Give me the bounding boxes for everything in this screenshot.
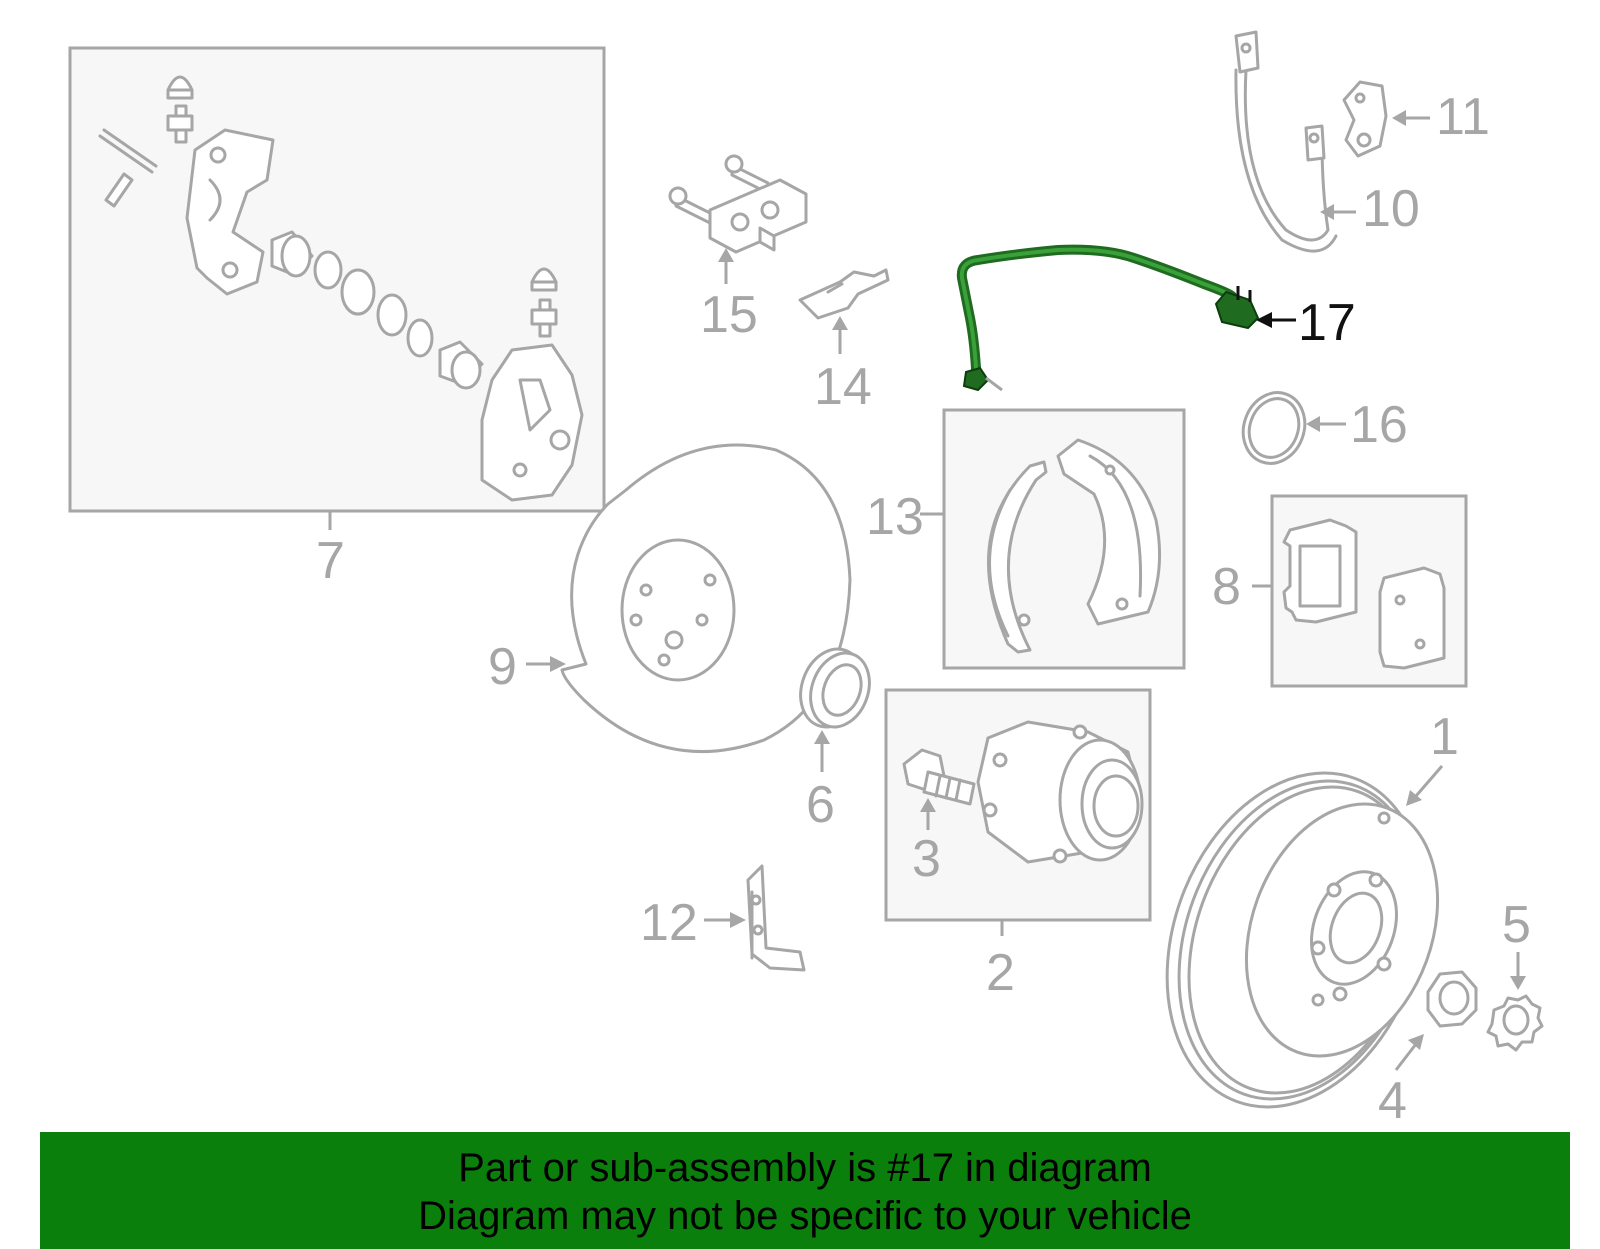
callout-14: 14 — [814, 358, 872, 416]
callout-12: 12 — [640, 894, 698, 952]
callout-10: 10 — [1362, 180, 1420, 238]
callout-7: 7 — [316, 532, 345, 590]
callout-8: 8 — [1212, 558, 1241, 616]
callout-11: 11 — [1436, 88, 1490, 146]
part-17-abs-sensor[interactable]: 17 — [956, 244, 1356, 392]
part-2-hub-assembly[interactable]: 3 2 — [884, 688, 1152, 1002]
callout-2: 2 — [986, 944, 1015, 1002]
part-15-guide-pin-bracket[interactable]: 15 — [668, 154, 808, 344]
callout-6: 6 — [806, 776, 835, 834]
caliper-assembly[interactable]: 7 — [68, 46, 606, 590]
banner-line-1: Part or sub-assembly is #17 in diagram — [458, 1146, 1152, 1190]
callout-15: 15 — [700, 286, 758, 344]
part-4-hub-nut[interactable]: 4 — [1378, 970, 1478, 1130]
callout-16: 16 — [1350, 396, 1408, 454]
part-5-lock-nut[interactable]: 5 — [1486, 896, 1544, 1052]
part-info-banner: Part or sub-assembly is #17 in diagram D… — [40, 1132, 1570, 1249]
callout-3: 3 — [912, 830, 941, 888]
banner-line-2: Diagram may not be specific to your vehi… — [418, 1194, 1192, 1238]
part-8-brake-pads[interactable]: 8 — [1212, 494, 1468, 688]
part-9-backing-plate[interactable]: 9 — [488, 443, 852, 754]
part-6-oil-seal[interactable]: 6 — [790, 640, 879, 834]
part-11-hose-bracket[interactable]: 11 — [1342, 80, 1490, 158]
callout-17: 17 — [1298, 294, 1356, 352]
callout-4: 4 — [1378, 1072, 1407, 1130]
part-13-brake-shoes[interactable]: 13 — [866, 408, 1186, 670]
part-16-seal[interactable]: 16 — [1233, 384, 1408, 472]
part-14-clip[interactable]: 14 — [798, 268, 890, 416]
callout-1: 1 — [1430, 708, 1459, 766]
part-1-brake-rotor[interactable]: 1 — [1123, 708, 1472, 1143]
part-10-brake-hose[interactable]: 10 — [1234, 30, 1420, 253]
callout-13: 13 — [866, 488, 924, 546]
callout-5: 5 — [1502, 896, 1531, 954]
callout-9: 9 — [488, 638, 517, 696]
part-12-bracket[interactable]: 12 — [640, 864, 806, 972]
